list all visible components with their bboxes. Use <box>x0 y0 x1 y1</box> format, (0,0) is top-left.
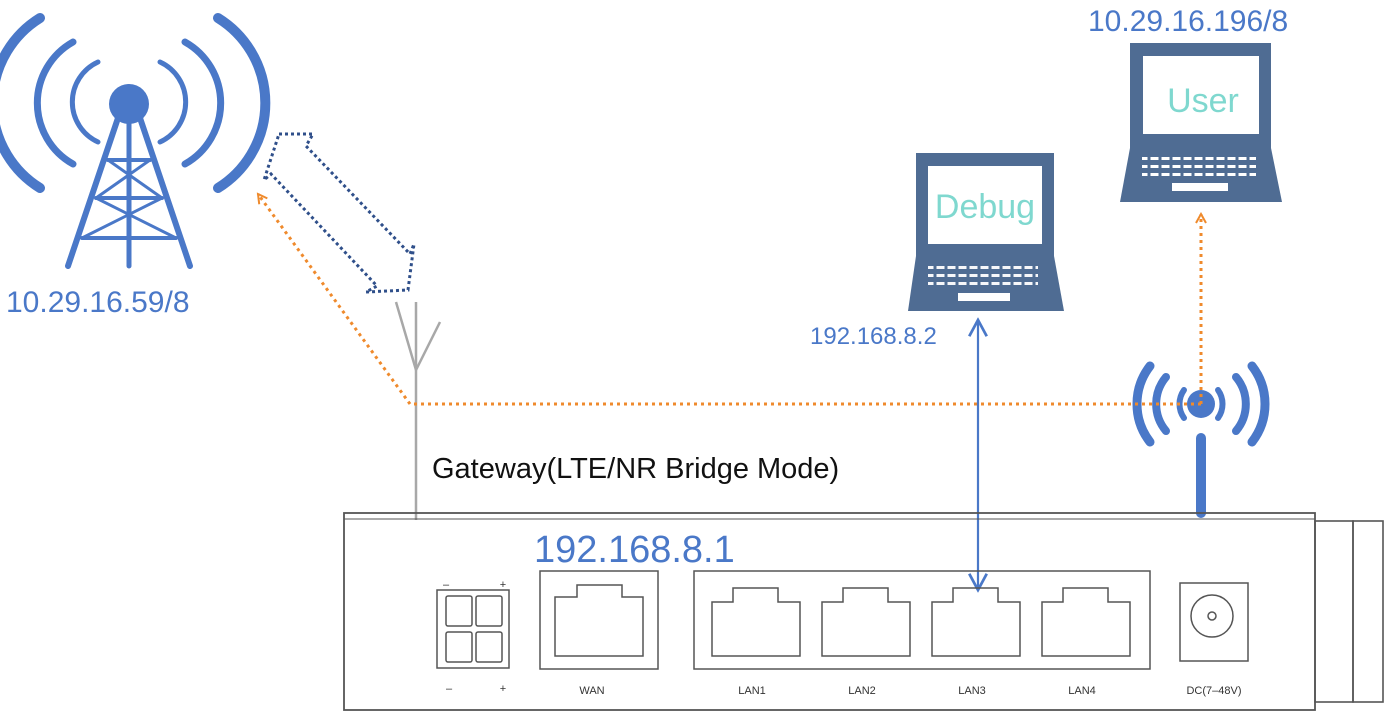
lan2-port <box>821 587 911 657</box>
power-minus-top-label: – <box>443 579 450 591</box>
cell-tower-icon <box>0 13 271 269</box>
dc-jack-icon <box>1179 582 1249 662</box>
lan3-label: LAN3 <box>958 685 986 697</box>
debug-screen-label: Debug <box>935 188 1035 226</box>
gateway-title: Gateway(LTE/NR Bridge Mode) <box>432 453 839 485</box>
wan-port <box>539 570 659 670</box>
user-screen-label: User <box>1167 82 1239 120</box>
lan3-port <box>931 587 1021 657</box>
user-ip-label: 10.29.16.196/8 <box>1088 5 1288 38</box>
laptop-icon <box>908 153 1064 311</box>
lan1-label: LAN1 <box>738 685 766 697</box>
dc-label: DC(7–48V) <box>1186 685 1241 697</box>
laptop-icon <box>1120 43 1282 202</box>
lan2-label: LAN2 <box>848 685 876 697</box>
lan4-label: LAN4 <box>1068 685 1096 697</box>
gateway-ip-label: 192.168.8.1 <box>534 529 735 571</box>
lan4-port <box>1041 587 1131 657</box>
power-plus-top-label: + <box>500 579 506 591</box>
wan-label: WAN <box>579 685 604 697</box>
power-minus-bottom-label: – <box>446 683 453 695</box>
lan1-port <box>711 587 801 657</box>
gateway-device <box>343 512 1384 711</box>
wireless-link-arrow <box>260 132 416 294</box>
data-path-line <box>256 194 1201 406</box>
lan-port-group <box>693 570 1151 670</box>
power-connector-icon <box>436 589 510 669</box>
power-plus-bottom-label: + <box>500 683 506 695</box>
debug-ip-label: 192.168.8.2 <box>810 323 937 350</box>
antenna-icon <box>394 301 442 520</box>
tower-ip-label: 10.29.16.59/8 <box>6 286 190 319</box>
